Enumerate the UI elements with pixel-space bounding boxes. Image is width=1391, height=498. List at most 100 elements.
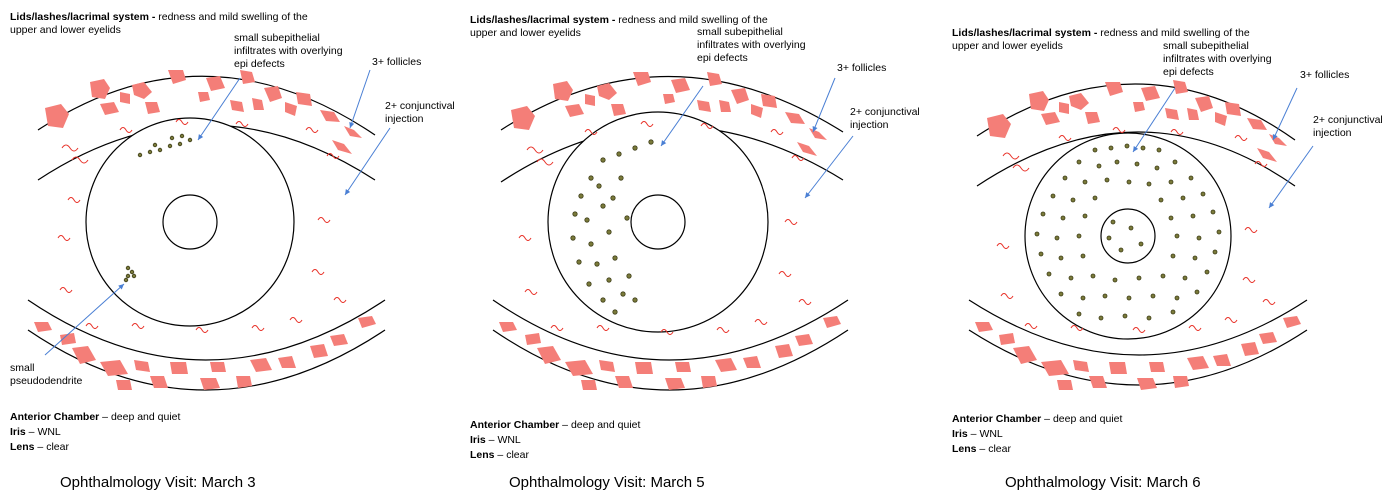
infiltrate-dot [1183,276,1187,280]
infiltrate-dot [1175,234,1179,238]
follicle-shape [1085,112,1100,124]
infiltrate-dot [1041,212,1045,216]
follicles-label: 3+ follicles [837,62,886,75]
infiltrate-dot [1205,270,1209,274]
infiltrate-dot [130,270,134,274]
follicle-shape [1283,316,1301,328]
infiltrate-dot [1109,146,1113,150]
vessel-squiggle [525,290,537,295]
infiltrate-dot [1171,310,1175,314]
vessel-squiggle [1171,130,1183,135]
infiltrate-dot [1091,274,1095,278]
follicle-shape [1173,376,1189,388]
follicle-shape [719,100,731,112]
follicle-shape [358,316,376,328]
infiltrate-dot [601,298,605,302]
infiltrate-dot [1127,296,1131,300]
follicle-shape [525,333,541,345]
ac-finding: Anterior Chamber – deep and quiet [952,412,1122,427]
follicle-shape [1187,108,1199,120]
infiltrate-dot [1175,296,1179,300]
vessel-squiggle [1189,326,1201,331]
infiltrates-label: small subepithelial infiltrates with ove… [234,32,354,71]
infiltrate-dot [1195,290,1199,294]
infiltrate-dot [1111,220,1115,224]
iris-finding: Iris – WNL [10,425,180,440]
vessel-squiggle [771,130,783,135]
infiltrate-dot [633,298,637,302]
follicle-shape [296,92,312,106]
follicle-shape [697,100,711,112]
vessel-squiggle [537,159,553,165]
follicle-shape [785,112,805,124]
infiltrate-dot [597,184,601,188]
follicle-shape [90,79,110,99]
infiltrate-dot [1147,182,1151,186]
vessel-squiggle [72,157,88,163]
infiltrate-dot [170,136,174,140]
follicle-shape [1013,346,1037,364]
follicle-shape [715,358,737,372]
vessel-squiggle [1255,162,1267,167]
follicle-shape [170,362,188,374]
infiltrate-dot [180,134,184,138]
infiltrate-dot [1189,176,1193,180]
follicle-shape [581,380,597,390]
infiltrate-dot [124,278,128,282]
infiltrate-dot [617,152,621,156]
follicle-shape [675,362,691,372]
infiltrate-dot [178,142,182,146]
vessel-squiggle [755,320,767,325]
anterior-segment-findings: Anterior Chamber – deep and quiet Iris –… [952,412,1122,457]
follicle-shape [145,102,160,114]
follicle-shape [731,88,749,104]
follicle-shape [743,356,761,368]
infiltrate-dot [589,176,593,180]
cornea-circle [86,118,294,326]
vessel-squiggle [120,128,132,133]
infiltrate-dot [1035,232,1039,236]
infiltrate-dot [1099,316,1103,320]
injection-label: 2+ conjunctival injection [850,106,925,132]
vessel-squiggle [1113,128,1125,133]
vessel-squiggle [597,326,609,331]
infiltrate-dot [649,140,653,144]
follicle-shape [1241,342,1259,356]
vessel-squiggle [334,298,346,303]
infiltrate-dot [1173,160,1177,164]
follicle-shape [1213,354,1231,366]
infiltrate-dot [587,282,591,286]
follicle-shape [665,378,685,390]
infiltrate-dot [1103,294,1107,298]
follicle-shape [975,322,993,332]
follicle-shape [537,346,561,364]
vessel-squiggle [318,218,330,223]
vessel-squiggle [779,272,791,277]
follicle-shape [278,356,296,368]
vessel-squiggle [1235,136,1247,141]
anterior-segment-findings: Anterior Chamber – deep and quiet Iris –… [10,410,180,455]
vessel-squiggle [1013,165,1029,171]
infiltrates-label: small subepithelial infiltrates with ove… [1163,40,1283,79]
infiltrate-dot [1141,146,1145,150]
iris-finding: Iris – WNL [470,433,640,448]
infiltrate-dot [585,218,589,222]
infiltrate-dot [158,148,162,152]
infiltrate-dot [1069,276,1073,280]
vessel-squiggle [551,326,563,331]
follicle-shape [1215,112,1227,126]
follicle-shape [999,333,1015,345]
infiltrate-dot [1061,216,1065,220]
infiltrate-dot [148,150,152,154]
follicles-label: 3+ follicles [1300,69,1349,82]
follicle-shape [775,344,793,358]
follicles-label: 3+ follicles [372,56,421,69]
infiltrate-dot [595,262,599,266]
panel-march-3: Lids/lashes/lacrimal system - redness an… [0,0,460,498]
follicle-shape [633,72,651,86]
follicle-shape [240,70,255,84]
infiltrate-dot [1093,196,1097,200]
infiltrate-dot [1081,254,1085,258]
follicle-shape [1069,93,1089,110]
panel-march-5: Lids/lashes/lacrimal system - redness an… [463,0,923,498]
